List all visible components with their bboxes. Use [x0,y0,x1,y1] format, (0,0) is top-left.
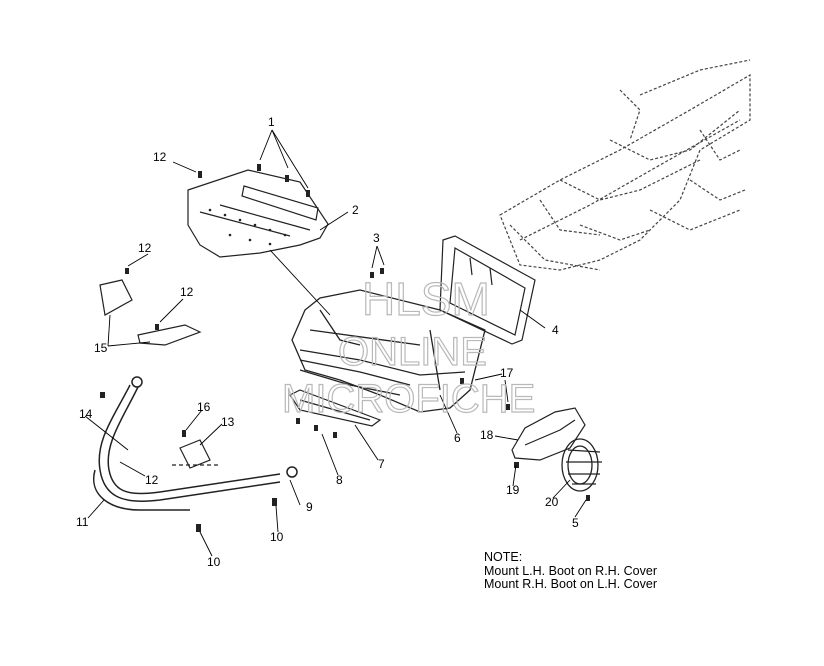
part-2-upper-panel [187,169,329,258]
part-13-mount [172,439,218,469]
callout-7: 7 [378,457,385,471]
part-2-rivets [208,208,287,246]
callout-8: 8 [336,473,343,487]
callout-numbers: 1 2 3 4 5 6 7 8 9 10 10 11 12 12 12 12 1… [76,115,579,569]
callout-11: 11 [76,515,89,529]
leader-lines [84,129,587,557]
callout-18: 18 [480,428,494,442]
callout-3: 3 [373,231,380,245]
callout-10-left: 10 [207,555,221,569]
callout-12-mid: 12 [180,285,194,299]
callout-10-right: 10 [270,530,284,544]
callout-16: 16 [197,400,211,414]
callout-13: 13 [221,415,235,429]
callout-6: 6 [454,431,461,445]
callout-1: 1 [268,115,275,129]
watermark-line-1: HLSM [362,273,490,325]
callout-12-lower: 12 [145,473,159,487]
callout-9: 9 [306,500,313,514]
callout-12-top: 12 [153,150,167,164]
part-6-lower-pan [291,289,486,413]
part-18-housing [511,407,586,461]
watermark-line-3: MICROFICHE [282,377,535,421]
note-line-1: Mount L.H. Boot on R.H. Cover [484,563,657,578]
callout-12-upper-left: 12 [138,241,152,255]
note-line-2: Mount R.H. Boot on L.H. Cover [484,577,657,591]
fasteners [100,164,590,532]
note-block: NOTE: Mount L.H. Boot on R.H. Cover Moun… [484,550,657,592]
part-15-brackets [99,279,202,346]
callout-4: 4 [552,323,559,337]
callout-14: 14 [79,407,93,421]
callout-2: 2 [352,203,359,217]
watermark-line-2: ONLINE [338,330,487,374]
callout-15: 15 [94,341,108,355]
watermark: HLSM ONLINE MICROFICHE [281,272,536,421]
part-11-bumper [93,376,298,511]
callout-17: 17 [500,366,514,380]
callout-20: 20 [545,495,559,509]
part-20-boot [561,438,602,492]
chassis-outline [499,59,751,271]
note-heading: NOTE: [484,550,523,564]
part-7-skid-plate [289,389,382,427]
callout-5: 5 [572,516,579,530]
callout-19: 19 [506,483,520,497]
